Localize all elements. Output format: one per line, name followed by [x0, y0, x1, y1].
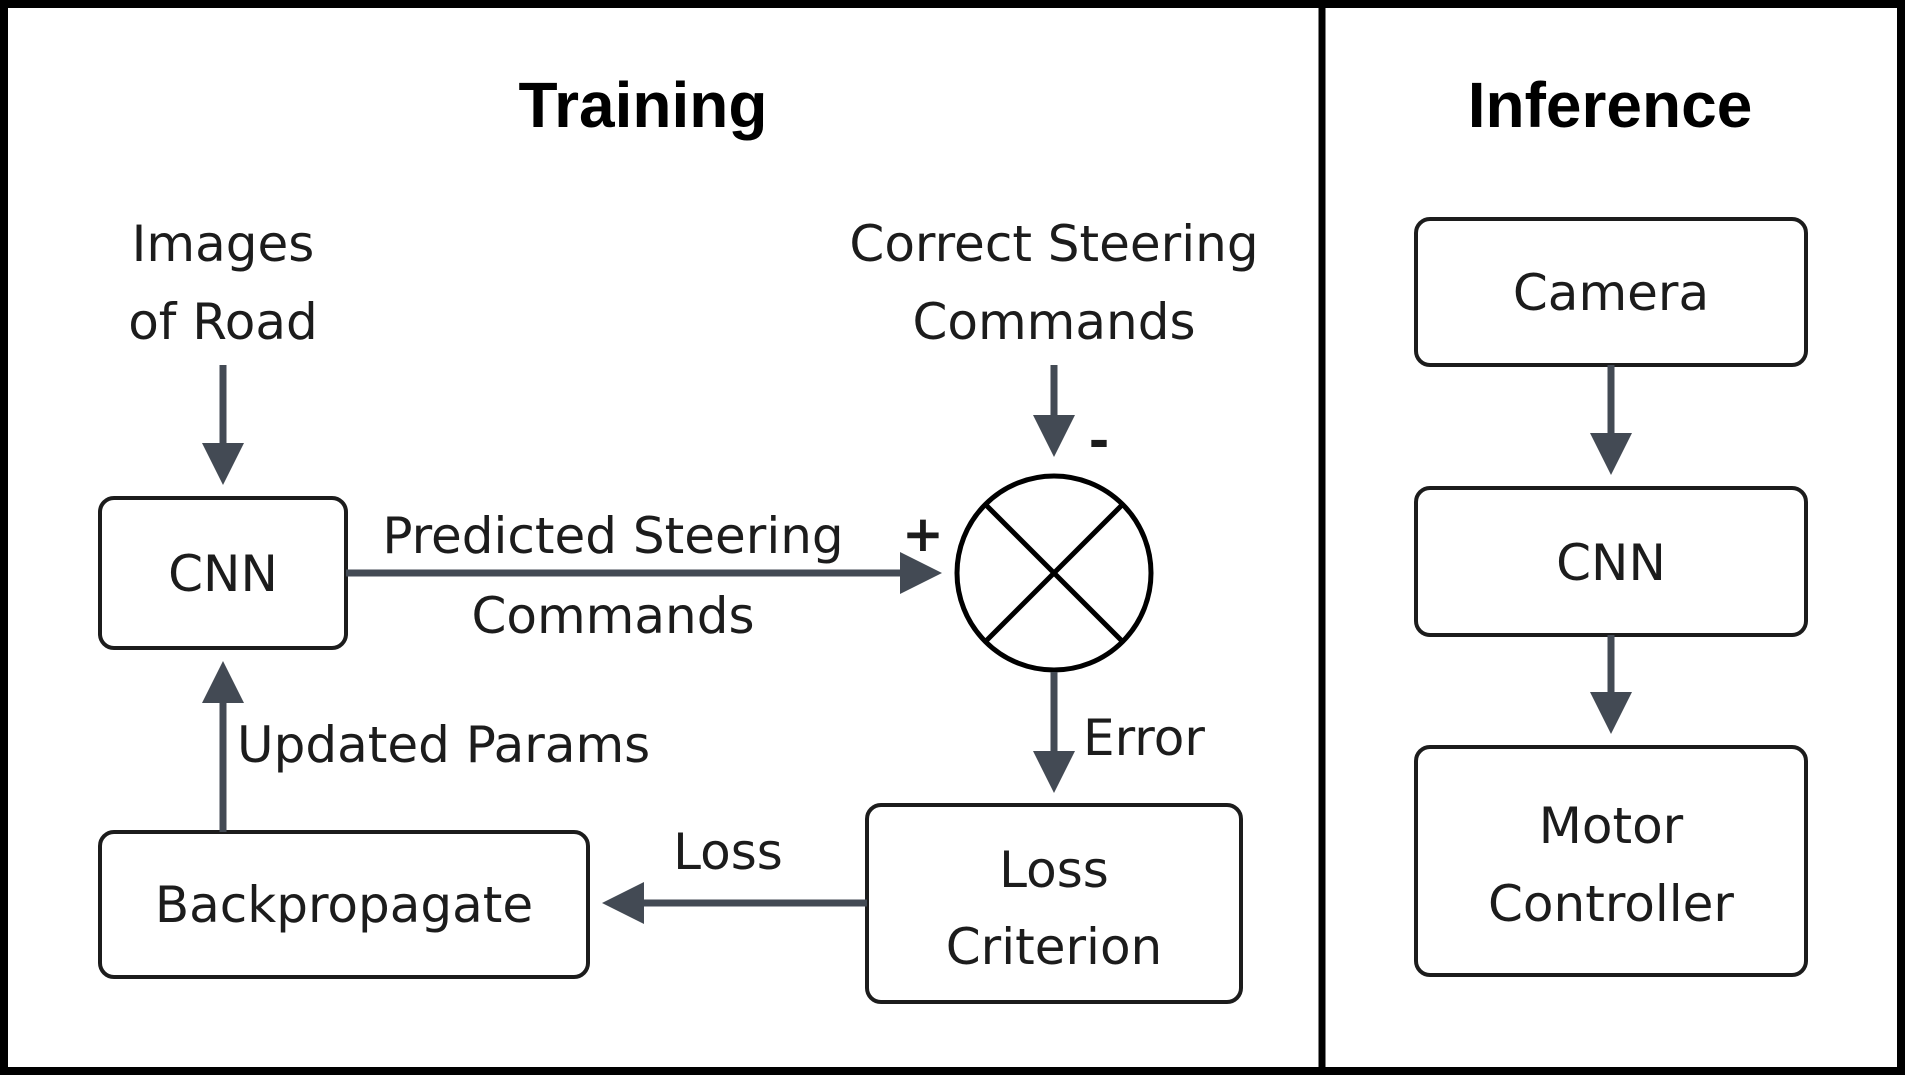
- camera-label: Camera: [1513, 264, 1709, 322]
- motor-controller-node: Motor Controller: [1414, 745, 1808, 977]
- updated-params-label: Updated Params: [237, 716, 650, 774]
- inference-cnn-label: CNN: [1556, 534, 1666, 592]
- predicted-steering-label: Predicted Steering Commands: [382, 507, 843, 645]
- inference-cnn-node: CNN: [1414, 486, 1808, 637]
- backpropagate-box: [98, 830, 590, 979]
- motor-controller-line-1: Motor: [1539, 797, 1684, 855]
- predicted-label-line-1: Predicted Steering: [382, 507, 843, 565]
- loss-criterion-line-1: Loss: [999, 841, 1109, 899]
- images-of-road-label: Images of Road: [128, 215, 318, 351]
- minus-sign: -: [1089, 412, 1110, 470]
- error-label: Error: [1083, 709, 1205, 767]
- loss-label: Loss: [673, 823, 783, 881]
- predicted-label-line-2: Commands: [471, 587, 754, 645]
- correct-label-line-1: Correct Steering: [849, 215, 1258, 273]
- loss-criterion-line-2: Criterion: [946, 918, 1162, 976]
- backpropagate-label: Backpropagate: [155, 876, 533, 934]
- training-title: Training: [519, 69, 768, 141]
- training-cnn-label: CNN: [168, 545, 278, 603]
- training-cnn-node: CNN: [98, 496, 348, 650]
- loss-criterion-node: Loss Criterion: [865, 803, 1243, 1004]
- motor-controller-line-2: Controller: [1488, 875, 1734, 933]
- summing-junction: [954, 473, 1154, 673]
- correct-steering-label: Correct Steering Commands: [849, 215, 1258, 351]
- backpropagate-node: Backpropagate: [98, 830, 590, 979]
- plus-sign: +: [902, 505, 944, 563]
- inference-title: Inference: [1468, 69, 1753, 141]
- correct-label-line-2: Commands: [912, 293, 1195, 351]
- images-label-line-1: Images: [132, 215, 315, 273]
- images-label-line-2: of Road: [128, 293, 318, 351]
- motor-controller-box: [1414, 745, 1808, 977]
- camera-node: Camera: [1414, 217, 1808, 367]
- summing-junction-cross-b: [983, 502, 1125, 644]
